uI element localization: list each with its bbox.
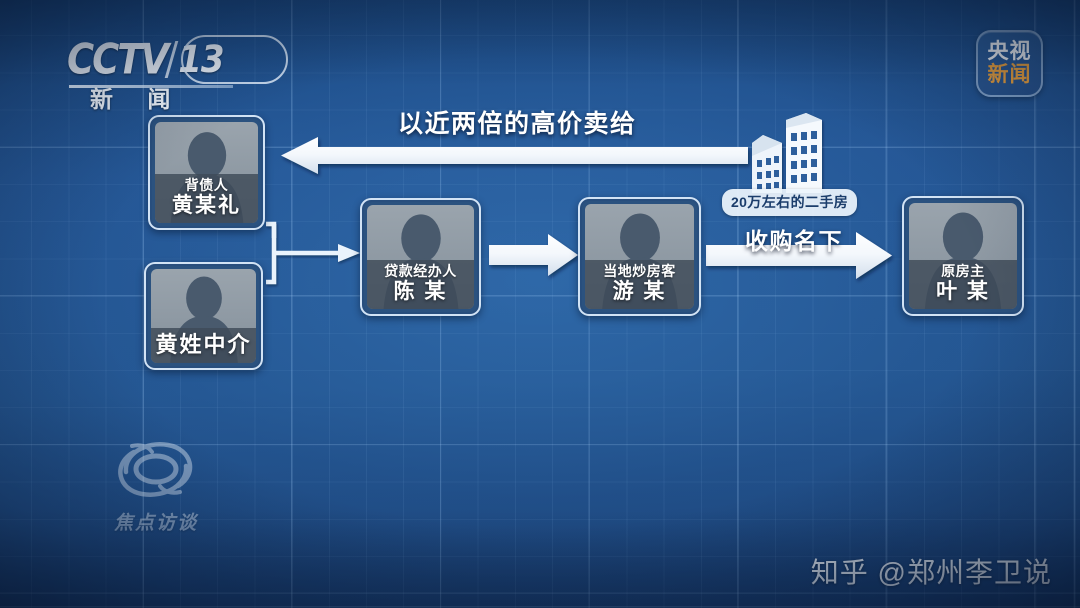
person-role: 当地炒房客: [603, 262, 676, 279]
label-acquire-under-name: 收购名下: [745, 228, 843, 254]
person-name: 游 某: [612, 279, 667, 303]
bracket-left-cards: [266, 221, 360, 285]
person-name: 黄某礼: [172, 193, 241, 217]
zhihu-watermark: 知乎 @郑州李卫说: [810, 557, 1052, 588]
person-card-agent[interactable]: 黄姓中介: [144, 262, 263, 370]
program-watermark: 焦点访谈: [95, 432, 217, 535]
person-role: 贷款经办人: [384, 262, 457, 279]
person-photo: 原房主 叶 某: [909, 203, 1017, 309]
arrow-sell-to-debtor: [281, 137, 748, 174]
person-role: 原房主: [941, 262, 985, 279]
person-photo: 黄姓中介: [151, 269, 256, 363]
person-name: 叶 某: [936, 279, 990, 303]
person-card-speculator[interactable]: 当地炒房客 游 某: [578, 197, 701, 316]
person-name: 黄姓中介: [155, 331, 252, 357]
arrow-chen-to-you: [489, 234, 578, 276]
person-photo: 当地炒房客 游 某: [585, 204, 694, 309]
person-caption: 背债人 黄某礼: [155, 173, 258, 223]
focus-swirl-icon: [118, 442, 193, 497]
person-caption: 贷款经办人 陈 某: [367, 259, 474, 309]
program-watermark-text: 焦点访谈: [113, 513, 198, 534]
person-name: 陈 某: [393, 279, 448, 303]
person-caption: 黄姓中介: [151, 327, 256, 363]
person-card-loan-officer[interactable]: 贷款经办人 陈 某: [360, 198, 481, 316]
person-caption: 当地炒房客 游 某: [585, 259, 694, 309]
person-photo: 贷款经办人 陈 某: [367, 205, 474, 309]
person-photo: 背债人 黄某礼: [155, 122, 258, 223]
building-icon: [752, 113, 822, 193]
person-card-debtor[interactable]: 背债人 黄某礼: [148, 115, 265, 230]
person-card-original-owner[interactable]: 原房主 叶 某: [902, 196, 1024, 316]
label-secondhand-house-price: 20万左右的二手房: [722, 189, 858, 216]
label-sell-at-double-price: 以近两倍的高价卖给: [398, 110, 637, 138]
person-caption: 原房主 叶 某: [909, 259, 1017, 309]
person-role: 背债人: [184, 176, 229, 193]
